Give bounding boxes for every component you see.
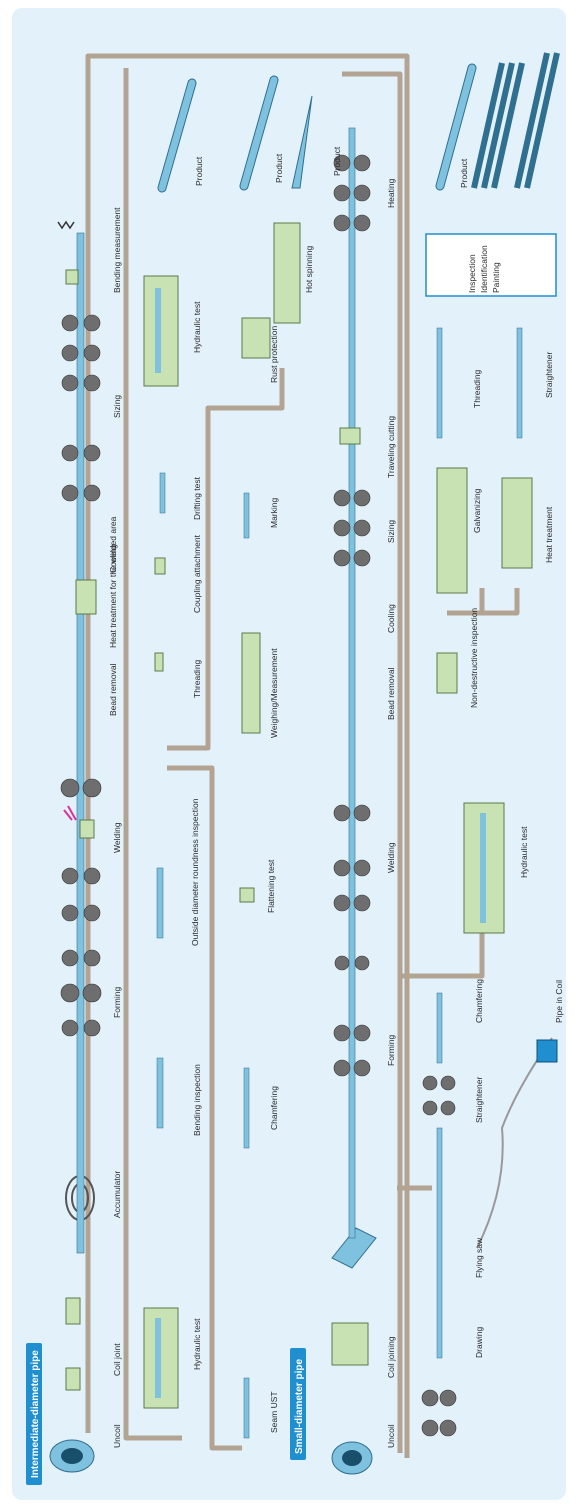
label-flattening-test: Flattening test [266,859,276,913]
flow-line-row1-to-row2 [126,68,182,1438]
label-rust-protection: Rust protection [269,326,279,383]
label-bead-removal-1: Bead removal [108,663,118,716]
label-cooling-1: Cooling [108,544,118,573]
flow-line-row2-return [167,368,282,748]
row1-pipe [77,233,84,1253]
label-product-row3: Product [274,153,284,183]
label-coupling-attachment: Coupling attachment [192,534,202,613]
row4-line [332,128,376,1474]
uncoil-coil-icon [50,1440,94,1472]
label-uncoil-2: Uncoil [386,1424,396,1448]
pipe-process-diagram: Intermediate-diameter pipe Small-diamete… [12,8,566,1500]
label-pipe-in-coil: Pipe in Coil [554,980,564,1023]
label-uncoil-1: Uncoil [112,1424,122,1448]
label-hydraulic-test-a: Hydraulic test [192,1318,202,1370]
label-threading-1: Threading [192,659,202,698]
label-painting: Painting [491,262,501,293]
label-bead-removal-2: Bead removal [386,667,396,720]
label-inspection: Inspection [467,254,477,293]
label-heating: Heating [386,178,396,208]
label-seam-ust: Seam UST [269,1391,279,1433]
label-bending-inspection: Bending inspection [192,1064,202,1136]
header-small-text: Small-diameter pipe [294,1359,305,1454]
label-marking: Marking [269,497,279,528]
label-chamfering-1: Chamfering [269,1086,279,1130]
row4-pipe [349,128,355,1238]
label-threading-2: Threading [472,369,482,408]
label-galvanizing: Galvanizing [472,488,482,533]
label-traveling-cutting: Traveling cutting [386,416,396,478]
label-coil-joint: Coil joint [112,1343,122,1376]
header-intermediate: Intermediate-diameter pipe [26,1343,42,1485]
header-small: Small-diameter pipe [290,1348,306,1460]
label-accumulator: Accumulator [112,1171,122,1218]
label-weighing-measurement: Weighing/Measurement [269,648,279,738]
label-bending-measurement: Bending measurement [112,207,122,293]
label-welding-1: Welding [112,822,122,853]
label-forming-1: Forming [112,987,122,1018]
label-hydraulic-test-b: Hydraulic test [192,301,202,353]
row1-line [50,222,101,1472]
label-sizing-2: Sizing [386,520,396,543]
label-sizing-1: Sizing [112,395,122,418]
label-flying-saw: Flying saw [474,1237,484,1278]
label-product-row2: Product [194,156,204,186]
label-hydraulic-test-c: Hydraulic test [519,826,529,878]
label-od-inspection: Outside diameter roundness inspection [190,798,200,946]
row5-machines [422,53,557,1436]
label-coil-joining: Coil joining [386,1336,396,1378]
label-welding-2: Welding [386,842,396,873]
label-hot-spinning: Hot spinning [304,245,314,293]
label-straightener-1: Straightener [474,1077,484,1123]
label-non-destructive-inspection: Non-destructive inspection [469,608,479,708]
process-diagram-frame: Intermediate-diameter pipe Small-diamete… [12,8,566,1500]
header-intermediate-text: Intermediate-diameter pipe [30,1350,41,1478]
label-chamfering-2: Chamfering [474,979,484,1023]
label-product-row4: Product [332,146,342,176]
label-forming-2: Forming [386,1035,396,1066]
label-identification: Identification [479,245,489,293]
label-heat-treatment: Heat treatment [544,506,554,563]
label-cooling-2: Cooling [386,604,396,633]
label-heat-treatment-welded: Heat treatment for the welded area [108,516,118,648]
label-drawing: Drawing [474,1327,484,1358]
label-straightener-2: Straightener [544,352,554,398]
label-drifting-test: Drifting test [192,476,202,520]
row3-machines [240,80,312,1438]
label-product-row5: Product [459,158,469,188]
